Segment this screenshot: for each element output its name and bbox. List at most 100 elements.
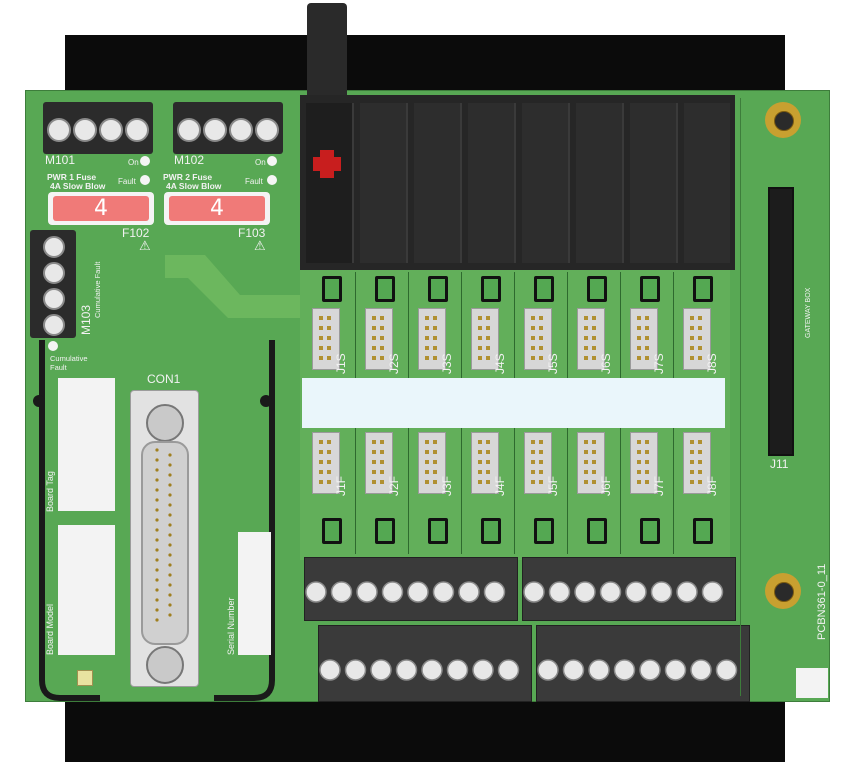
warning-icon: ⚠ <box>139 238 151 253</box>
serial-number-pad <box>238 532 271 655</box>
gateway-outline <box>740 98 829 696</box>
warning-icon: ⚠ <box>254 238 266 253</box>
fuse-2-rating: 4A Slow Blow <box>166 181 222 191</box>
channel-label-strip <box>302 378 725 428</box>
led-on-label-1: On <box>128 158 139 167</box>
ref-j8s: J8S <box>705 353 719 374</box>
fuse-f103: 4 <box>164 192 270 225</box>
white-pad <box>796 668 828 698</box>
din-rail-bottom <box>65 700 785 762</box>
header-j3f[interactable] <box>418 432 446 494</box>
ref-j7s: J7S <box>652 353 666 374</box>
ref-con1: CON1 <box>147 372 181 386</box>
release-lever[interactable] <box>307 3 347 103</box>
ref-j11: J11 <box>770 457 789 471</box>
fuse-1-title: PWR 1 Fuse <box>47 172 97 182</box>
mounting-hole-top <box>765 102 801 138</box>
terminal-row-upper-right <box>522 557 736 621</box>
latch-clip <box>640 276 660 302</box>
latch-clip <box>481 518 501 544</box>
gateway-box-label: GATEWAY BOX <box>805 287 812 338</box>
cumulative-fault-label: Cumulative Fault <box>50 354 88 372</box>
header-j3s[interactable] <box>418 308 446 370</box>
terminal-row-upper-left <box>304 557 518 621</box>
terminal-block-m103 <box>30 230 76 338</box>
ref-j3s: J3S <box>440 353 454 374</box>
ref-f102: F102 <box>122 226 150 240</box>
header-j4s[interactable] <box>471 308 499 370</box>
led-cumulative-fault <box>48 341 58 351</box>
ref-m102: M102 <box>174 153 205 167</box>
ref-m101: M101 <box>45 153 76 167</box>
terminal-row-lower-right <box>536 625 750 702</box>
ref-j5f: J5F <box>546 475 560 496</box>
part-number-label: PCBN361-0_11 <box>816 563 828 640</box>
led-on-1 <box>140 156 150 166</box>
relay-module-bank <box>300 95 735 270</box>
latch-clip <box>587 518 607 544</box>
led-fault-label-1: Fault <box>118 177 136 186</box>
latch-clip <box>428 276 448 302</box>
latch-clip <box>375 518 395 544</box>
latch-clip <box>693 276 713 302</box>
latch-clip <box>322 518 342 544</box>
header-j2s[interactable] <box>365 308 393 370</box>
fuse-f103-value: 4 <box>169 196 265 221</box>
test-pad <box>77 670 93 686</box>
fuse-f102: 4 <box>48 192 154 225</box>
header-j2f[interactable] <box>365 432 393 494</box>
header-j1f[interactable] <box>312 432 340 494</box>
header-j6f[interactable] <box>577 432 605 494</box>
ref-j4s: J4S <box>493 353 507 374</box>
latch-clip <box>481 276 501 302</box>
latch-clip <box>322 276 342 302</box>
latch-clip <box>534 276 554 302</box>
din-rail-top <box>65 35 785 95</box>
fuse-2-title: PWR 2 Fuse <box>163 172 213 182</box>
latch-clip <box>375 276 395 302</box>
db37-connector[interactable] <box>130 390 199 687</box>
latch-clip <box>428 518 448 544</box>
latch-clip <box>534 518 554 544</box>
header-j11[interactable] <box>768 187 794 456</box>
header-j7s[interactable] <box>630 308 658 370</box>
led-on-2 <box>267 156 277 166</box>
ref-j1f: J1F <box>334 475 348 496</box>
ref-j7f: J7F <box>652 475 666 496</box>
led-fault-label-2: Fault <box>245 177 263 186</box>
header-j8f[interactable] <box>683 432 711 494</box>
header-j4f[interactable] <box>471 432 499 494</box>
latch-clip <box>693 518 713 544</box>
header-j7f[interactable] <box>630 432 658 494</box>
ref-j2s: J2S <box>387 353 401 374</box>
ref-j6s: J6S <box>599 353 613 374</box>
ref-j6f: J6F <box>599 475 613 496</box>
terminal-block-m101 <box>43 102 153 154</box>
latch-clip <box>587 276 607 302</box>
terminal-row-lower-left <box>318 625 532 702</box>
led-on-label-2: On <box>255 158 266 167</box>
header-j6s[interactable] <box>577 308 605 370</box>
header-j5f[interactable] <box>524 432 552 494</box>
board-tag-pad <box>58 378 115 511</box>
header-j8s[interactable] <box>683 308 711 370</box>
ref-j2f: J2F <box>387 475 401 496</box>
ref-j3f: J3F <box>440 475 454 496</box>
fuse-1-rating: 4A Slow Blow <box>50 181 106 191</box>
fuse-f102-value: 4 <box>53 196 149 221</box>
header-j5s[interactable] <box>524 308 552 370</box>
header-j1s[interactable] <box>312 308 340 370</box>
led-fault-1 <box>140 175 150 185</box>
mounting-hole-bottom <box>765 573 801 609</box>
board-model-pad <box>58 525 115 655</box>
latch-clip <box>640 518 660 544</box>
ref-j5s: J5S <box>546 353 560 374</box>
ref-f103: F103 <box>238 226 266 240</box>
ref-j4f: J4F <box>493 475 507 496</box>
terminal-block-m102 <box>173 102 283 154</box>
ref-j1s: J1S <box>334 353 348 374</box>
led-fault-2 <box>267 175 277 185</box>
ref-j8f: J8F <box>705 475 719 496</box>
